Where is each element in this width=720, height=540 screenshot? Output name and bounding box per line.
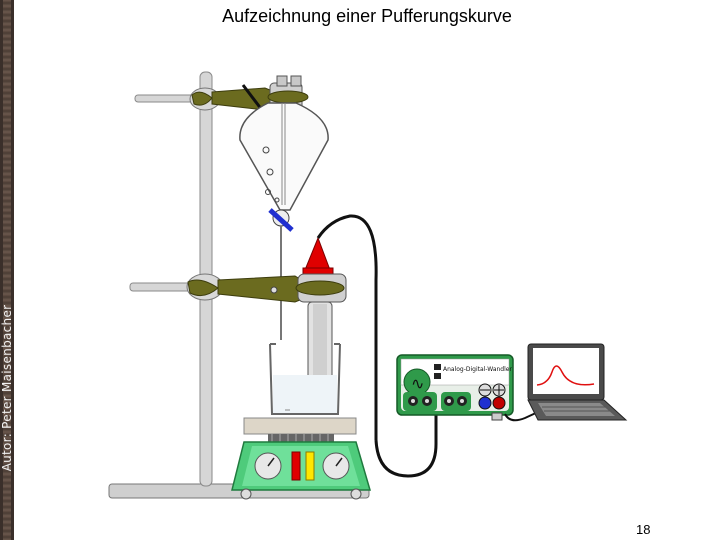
page-number: 18: [636, 522, 651, 537]
ad-converter: ∿: [396, 354, 514, 416]
magnetic-stirrer: [231, 417, 371, 500]
dropping-funnel: [239, 102, 329, 340]
svg-text:∿: ∿: [411, 374, 424, 393]
converter-label: Analog-Digital-Wandler: [443, 366, 512, 373]
sidebar-pattern: [3, 0, 11, 540]
usb-cable: [491, 411, 539, 422]
beaker: [269, 343, 341, 415]
lower-clamp-icon: [186, 273, 306, 303]
laptop: [527, 343, 628, 421]
author-sidebar: Autor: Peter Maisenbacher: [0, 0, 14, 540]
electrode-cable: [374, 410, 438, 478]
slide-title: Aufzeichnung einer Pufferungskurve: [222, 6, 512, 26]
